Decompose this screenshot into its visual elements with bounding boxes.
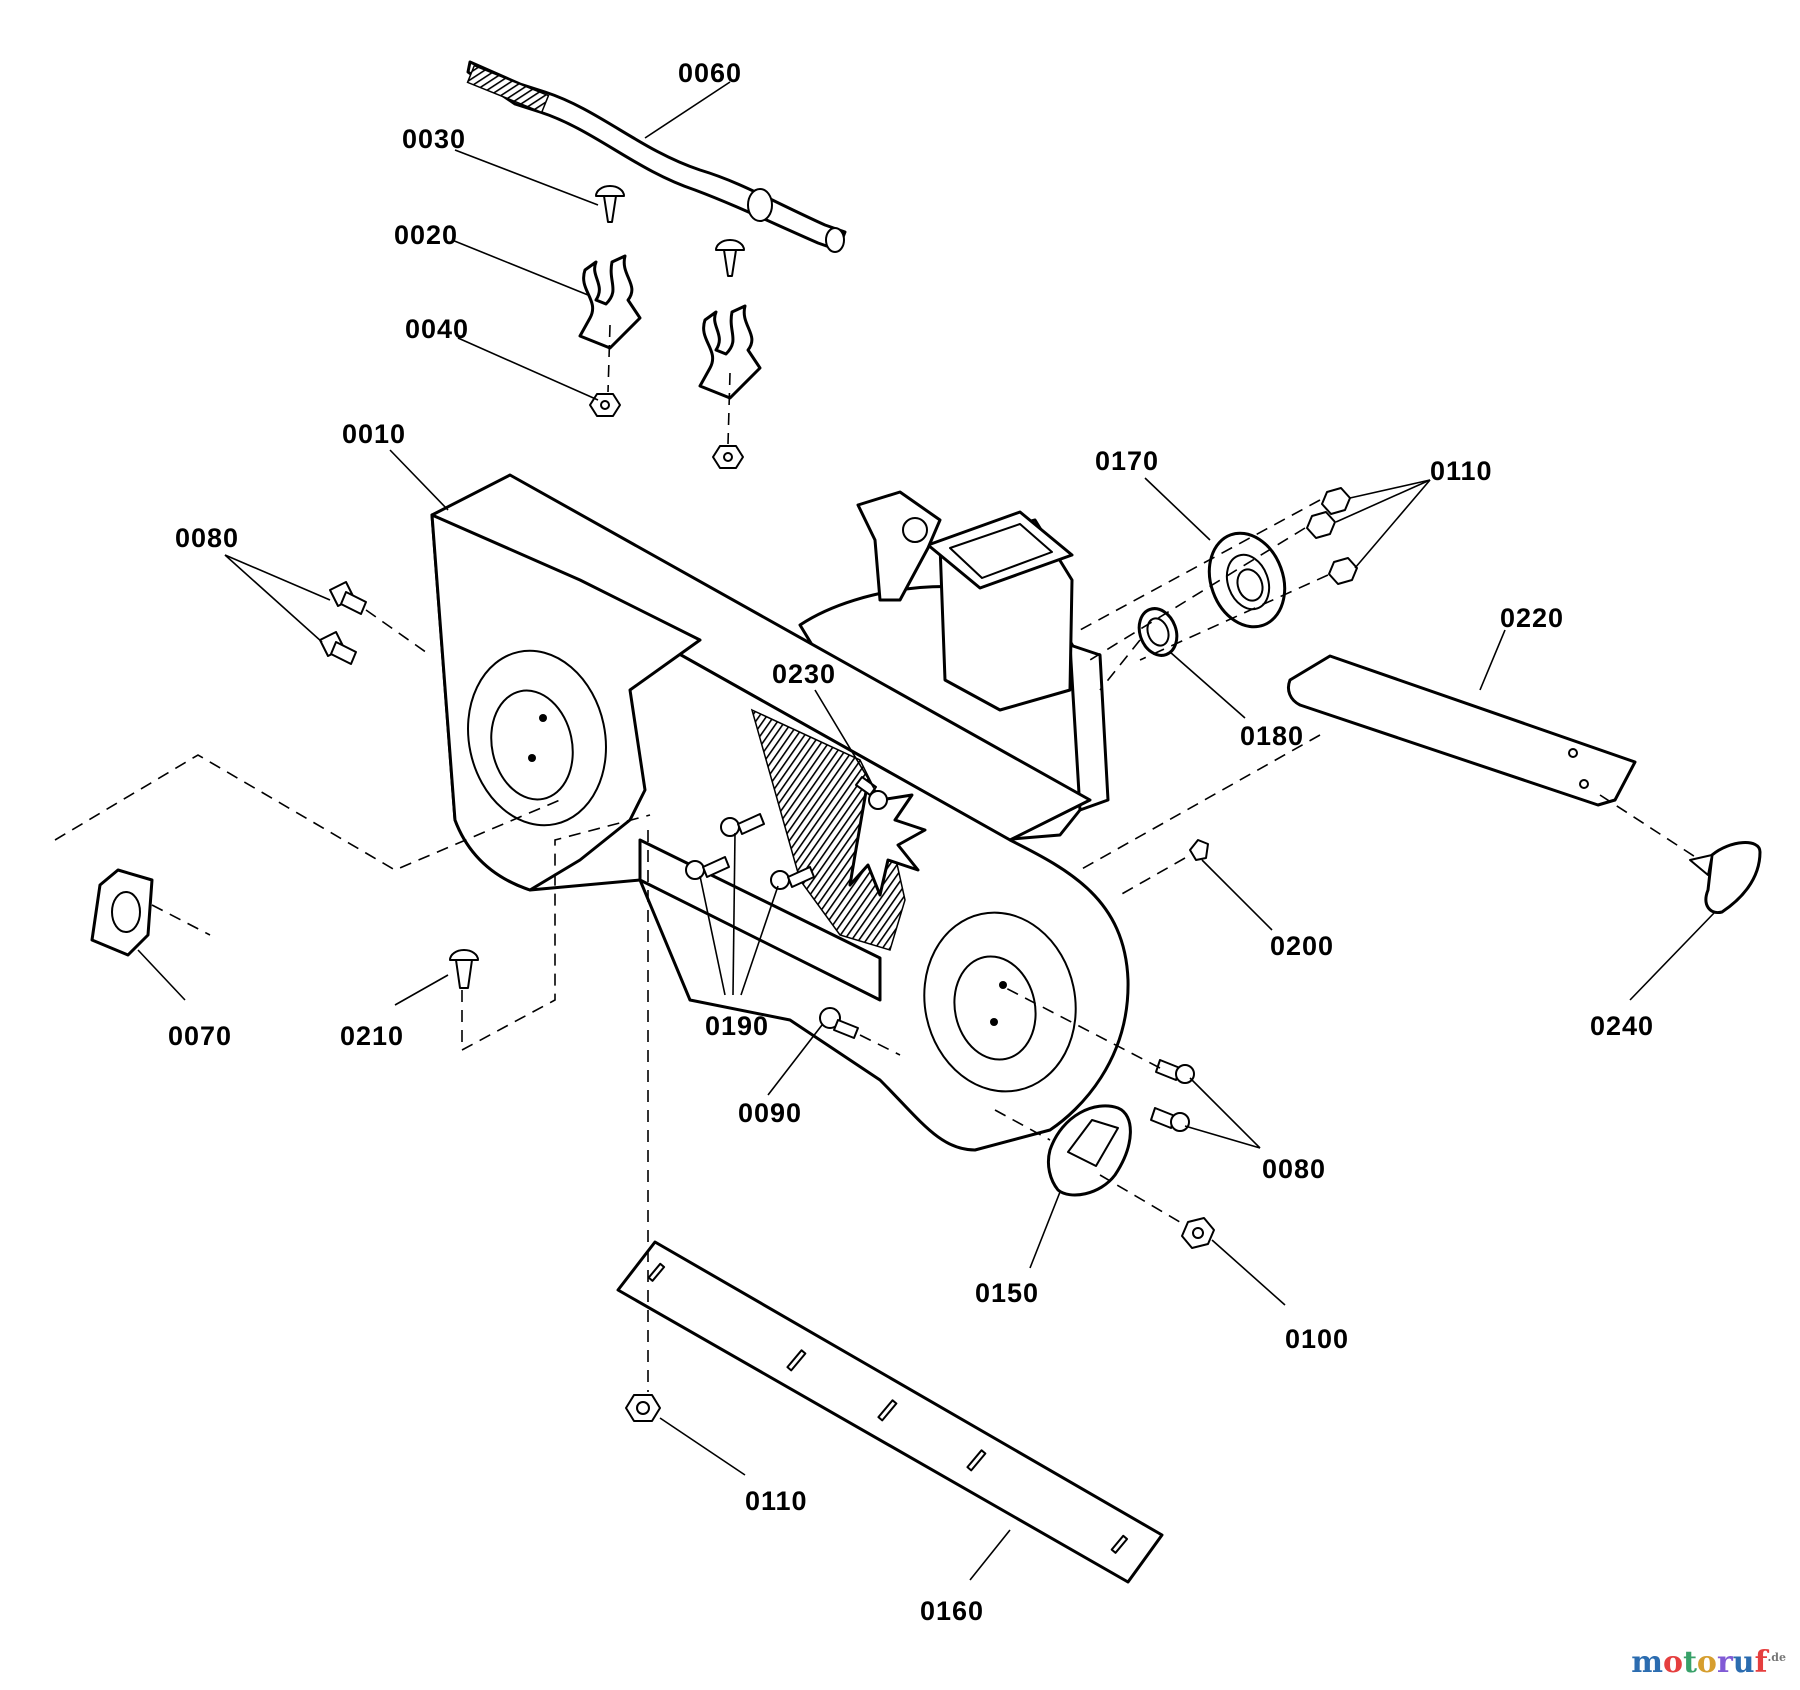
callout-0080-right: 0080: [1262, 1154, 1326, 1184]
watermark-suffix: .de: [1767, 1651, 1786, 1664]
bolt-0200: [1189, 839, 1209, 861]
bolt-0190-b: [685, 856, 730, 880]
callout-0150: 0150: [975, 1278, 1039, 1308]
callout-0220: 0220: [1500, 603, 1564, 633]
nut-0110-a: [1321, 487, 1351, 515]
callout-0200: 0200: [1270, 931, 1334, 961]
callout-0240: 0240: [1590, 1011, 1654, 1041]
bearing-cover-0150: [1046, 1104, 1132, 1197]
callout-0080-left: 0080: [175, 523, 239, 553]
callout-0190: 0190: [705, 1011, 769, 1041]
callout-0110-top: 0110: [1430, 456, 1493, 486]
scraper-bar-0160: [616, 1240, 1164, 1584]
nut-0110-c: [1328, 557, 1358, 585]
rod-clip-0020-b: [698, 304, 762, 400]
rod-clip-0020: [578, 254, 642, 350]
callout-0110-bottom: 0110: [745, 1486, 808, 1516]
screw-0030: [595, 185, 625, 223]
callout-0020: 0020: [394, 220, 458, 250]
bolt-0080-right-a: [1155, 1059, 1195, 1084]
callout-0230: 0230: [772, 659, 836, 689]
carriage-bolt-0210: [449, 949, 479, 989]
screw-0030-b: [715, 239, 745, 277]
nut-0040-b: [712, 445, 744, 469]
bearing-plate-0070: [90, 868, 154, 957]
callout-0010: 0010: [342, 419, 406, 449]
nut-0110-bottom: [625, 1394, 661, 1422]
callout-0180: 0180: [1240, 721, 1304, 751]
skid-shoe-0240: [1689, 841, 1762, 915]
leader-lines: [137, 81, 1716, 1581]
callout-0170: 0170: [1095, 446, 1159, 476]
callout-0070: 0070: [168, 1021, 232, 1051]
bolt-0090: [819, 1007, 859, 1039]
shave-plate-0220: [1286, 654, 1637, 807]
callout-0030: 0030: [402, 124, 466, 154]
nut-0040: [589, 393, 621, 417]
nut-0100: [1181, 1217, 1215, 1249]
bearing-0180: [1137, 607, 1179, 657]
callout-0060: 0060: [678, 58, 742, 88]
callout-0090: 0090: [738, 1098, 802, 1128]
chute-crank-rod: [466, 60, 847, 253]
bolt-0190-c: [770, 866, 815, 890]
bolt-0190-a: [720, 813, 765, 837]
bolt-0230: [855, 776, 888, 810]
watermark-text: motoruf: [1631, 1645, 1768, 1680]
nut-0110-b: [1306, 511, 1336, 539]
auger-housing: [430, 473, 1130, 1152]
bolt-0080-right-b: [1150, 1107, 1190, 1132]
callout-0210: 0210: [340, 1021, 404, 1051]
callout-0100: 0100: [1285, 1324, 1349, 1354]
bolt-0080-left-b: [319, 631, 357, 665]
watermark-logo: motoruf.de: [1631, 1645, 1786, 1680]
callout-0160: 0160: [920, 1596, 984, 1626]
callout-0040: 0040: [405, 314, 469, 344]
bolt-0080-left: [329, 581, 367, 615]
